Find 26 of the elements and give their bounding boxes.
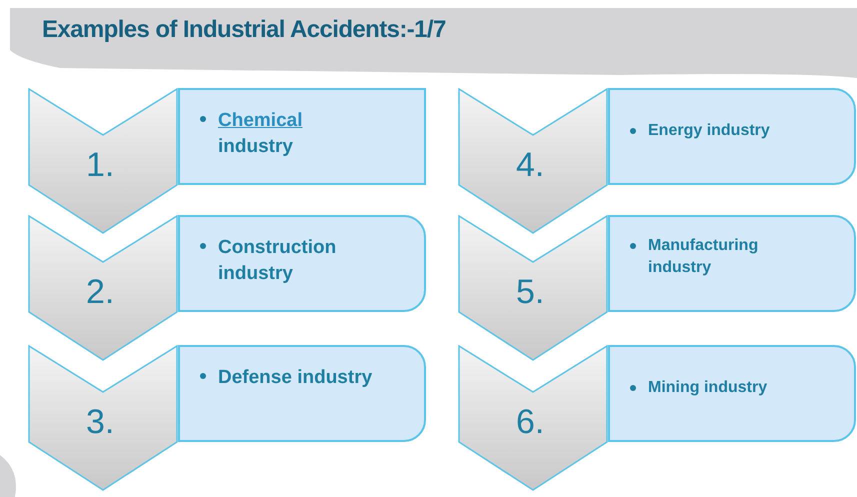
- link: Chemical: [218, 109, 302, 133]
- chevron-shape: [28, 88, 178, 235]
- chevron-shape: [458, 88, 608, 235]
- step-number: 3.: [86, 402, 114, 443]
- step-number: 5.: [516, 272, 544, 313]
- step-number: 2.: [86, 272, 114, 313]
- text-box: [608, 345, 856, 442]
- step-number: 4.: [516, 145, 544, 186]
- chevron-shape: [458, 345, 608, 492]
- chevron-shape: [28, 345, 178, 492]
- text-box: [178, 215, 426, 312]
- chevron-shape: [458, 215, 608, 362]
- text-box: [178, 88, 426, 185]
- text-box: [608, 88, 856, 185]
- step-number: 6.: [516, 402, 544, 443]
- step-number: 1.: [86, 145, 114, 186]
- item-text: industry: [218, 135, 294, 159]
- text-box: [178, 345, 426, 442]
- item-text: Mining industry: [648, 378, 768, 398]
- text-box: [608, 215, 856, 312]
- item-text: Defense industry: [218, 366, 372, 390]
- item-text: Manufacturing industry: [648, 236, 760, 278]
- item-text: Energy industry: [648, 121, 770, 141]
- item-text: Construction industry: [218, 236, 338, 286]
- chevron-shape: [28, 215, 178, 362]
- title: Examples of Industrial Accidents:-1/7: [42, 15, 446, 45]
